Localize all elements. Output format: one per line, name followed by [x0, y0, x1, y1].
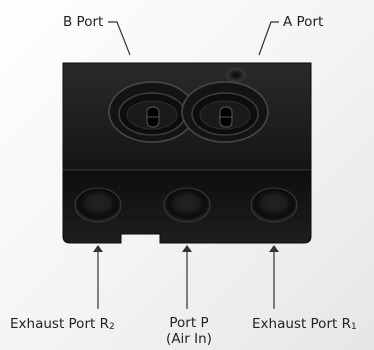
port-p-opening [163, 187, 211, 223]
port-p-arrowhead [182, 245, 192, 252]
exhaust-port-r2-text: Exhaust Port R [10, 316, 109, 332]
a-port-leader-line [258, 21, 279, 56]
port-p-title: Port P [169, 315, 209, 331]
exhaust-port-r1-label: Exhaust Port R1 [252, 316, 357, 335]
a-port-label: A Port [283, 14, 324, 30]
b-port-opening [108, 81, 196, 143]
port-p-label: Port P (Air In) [159, 315, 219, 347]
port-p-subtitle: (Air In) [166, 331, 212, 347]
exhaust-port-r2-label: Exhaust Port R2 [10, 316, 115, 335]
exhaust-port-r2-subscript: 2 [108, 322, 115, 332]
exhaust-r2-arrowhead [93, 245, 103, 252]
exhaust-port-r2-opening [74, 187, 122, 223]
b-port-leader-line [108, 21, 131, 56]
mounting-hole-top [226, 68, 246, 82]
exhaust-r1-arrowhead [269, 245, 279, 252]
exhaust-port-r1-text: Exhaust Port R [252, 316, 351, 332]
a-port-opening [181, 81, 269, 143]
exhaust-port-r1-subscript: 1 [350, 322, 357, 332]
exhaust-port-r1-opening [250, 187, 298, 223]
b-port-label: B Port [63, 14, 104, 30]
